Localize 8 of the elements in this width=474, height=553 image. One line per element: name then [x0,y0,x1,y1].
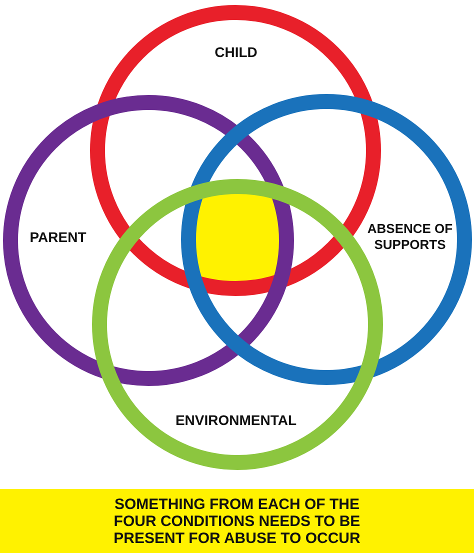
circle-label: CHILD [214,44,258,60]
circle-label: ABSENCE OF SUPPORTS [366,221,454,253]
venn-circle [2,94,294,386]
banner-text: SOMETHING FROM EACH OF THE FOUR CONDITIONS NEEDS TO BE PRESENT FOR ABUSE TO OCCUR [112,496,362,546]
banner [0,489,474,553]
circle-label: PARENT [28,229,88,245]
circle-label: ENVIRONMENTAL [174,412,298,428]
venn-circle [180,94,472,384]
